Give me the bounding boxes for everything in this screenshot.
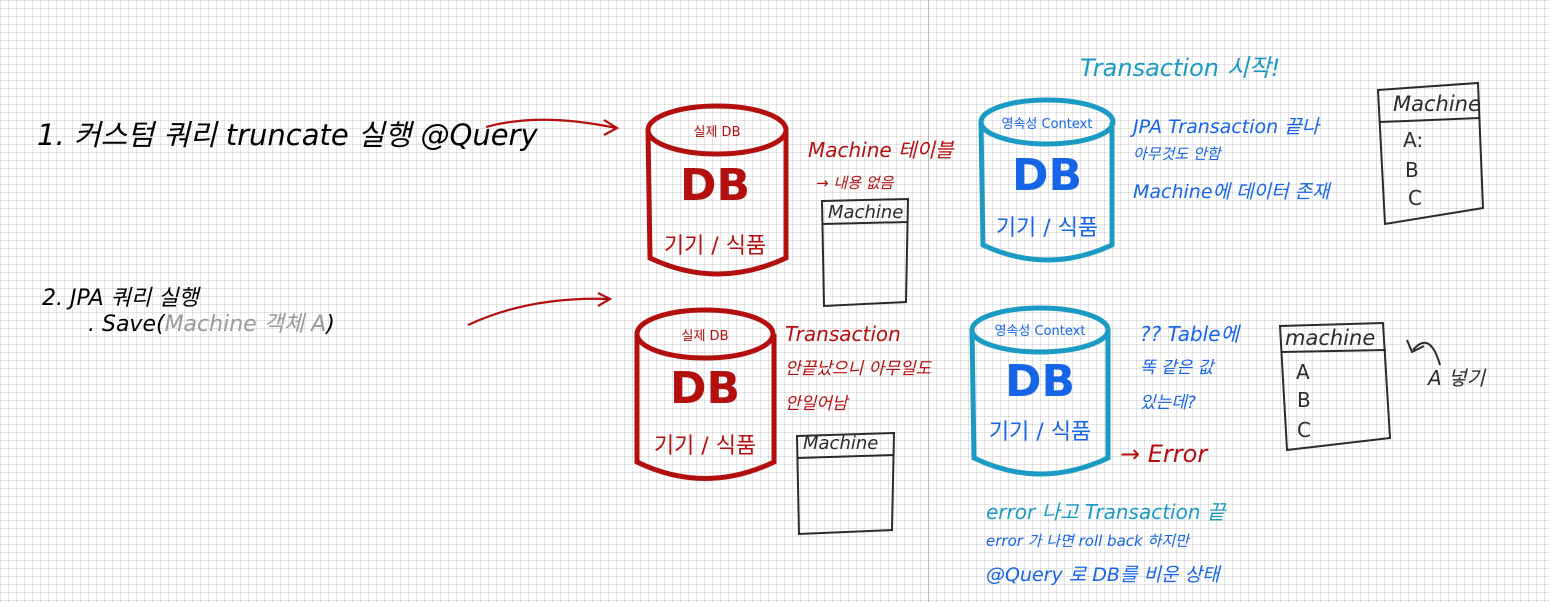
- step-2-save: . Save(Machine 객체 A): [88, 306, 335, 338]
- table-top-right-row: A:: [1403, 128, 1424, 152]
- arrow-head-step2: [597, 292, 613, 307]
- insert-a-note: A 넣기: [1428, 366, 1485, 390]
- right-note2-line1: ?? Table에: [1140, 322, 1239, 346]
- right-note2-line2: 똑 같은 값: [1140, 358, 1214, 378]
- table-sketch-mid-right: [1278, 321, 1392, 452]
- page-divider: [928, 0, 929, 602]
- save-suffix: ): [326, 312, 335, 337]
- right-note2-line3: 있는데?: [1140, 393, 1196, 413]
- db1-label: DB: [679, 160, 751, 211]
- ctx2-bottom-label: 기기 / 식품: [988, 420, 1092, 445]
- curved-arrow-insert: [1412, 341, 1441, 366]
- note1-line2: → 내용 없음: [816, 174, 894, 192]
- db2-top-label: 실제 DB: [681, 329, 729, 344]
- db2-label: DB: [669, 363, 741, 414]
- table-sketch-1: [820, 197, 910, 308]
- table-mid-right-row: A: [1296, 360, 1310, 384]
- transaction-start-header: Transaction 시작!: [1080, 54, 1281, 82]
- note2-line3: 안일어남: [785, 394, 848, 414]
- arrow-step2-to-db: [467, 297, 611, 326]
- db1-bottom-label: 기기 / 식품: [663, 234, 767, 259]
- table-sketch-2: [795, 431, 896, 536]
- note2-line1: Transaction: [785, 322, 901, 346]
- arrow-step1-to-db: [485, 118, 617, 130]
- note2-line2: 안끝났으니 아무일도: [785, 359, 932, 379]
- right-note1-line2: 아무것도 안함: [1133, 145, 1221, 163]
- table-top-right-row: B: [1405, 158, 1419, 182]
- table-mid-right-row: C: [1297, 418, 1311, 442]
- db2-bottom-label: 기기 / 식품: [653, 434, 757, 459]
- step-2-title: 2. JPA 쿼리 실행: [42, 286, 199, 311]
- save-argument: Machine 객체 A: [164, 312, 327, 337]
- context-cylinder-1: [978, 97, 1116, 263]
- error-label: → Error: [1120, 440, 1208, 468]
- right-note1-line3: Machine에 데이터 존재: [1133, 181, 1330, 203]
- bottom-note-line3: @Query 로 DB를 비운 상태: [986, 564, 1220, 586]
- db-cylinder-2: [634, 307, 777, 481]
- ctx2-label: DB: [1004, 356, 1076, 407]
- save-prefix: . Save(: [88, 312, 165, 337]
- table-mid-right-title: machine: [1285, 326, 1376, 350]
- table-mid-right-row: B: [1297, 388, 1311, 412]
- curved-arrow-insert-head: [1406, 339, 1425, 354]
- table-sketch-top-right: [1376, 81, 1485, 226]
- step-1-text: 1. 커스텀 쿼리 truncate 실행 @Query: [37, 118, 538, 152]
- table1-title: Machine: [828, 202, 904, 223]
- table-top-right-title: Machine: [1393, 92, 1481, 116]
- arrow-head-step1: [603, 119, 620, 136]
- ctx2-top-label: 영속성 Context: [994, 324, 1086, 339]
- table2-title: Machine: [803, 433, 879, 454]
- db-cylinder-1: [645, 103, 789, 277]
- right-note1-line1: JPA Transaction 끝나: [1133, 116, 1320, 138]
- note1-line1: Machine 테이블: [808, 138, 954, 162]
- context-cylinder-2: [969, 305, 1111, 477]
- db1-top-label: 실제 DB: [693, 125, 741, 140]
- ctx1-bottom-label: 기기 / 식품: [995, 216, 1099, 241]
- table-top-right-row: C: [1408, 186, 1422, 210]
- bottom-note-line1: error 나고 Transaction 끝: [986, 500, 1226, 524]
- ctx1-top-label: 영속성 Context: [1001, 117, 1093, 132]
- bottom-note-line2: error 가 나면 roll back 하지만: [986, 532, 1189, 550]
- ctx1-label: DB: [1011, 150, 1083, 201]
